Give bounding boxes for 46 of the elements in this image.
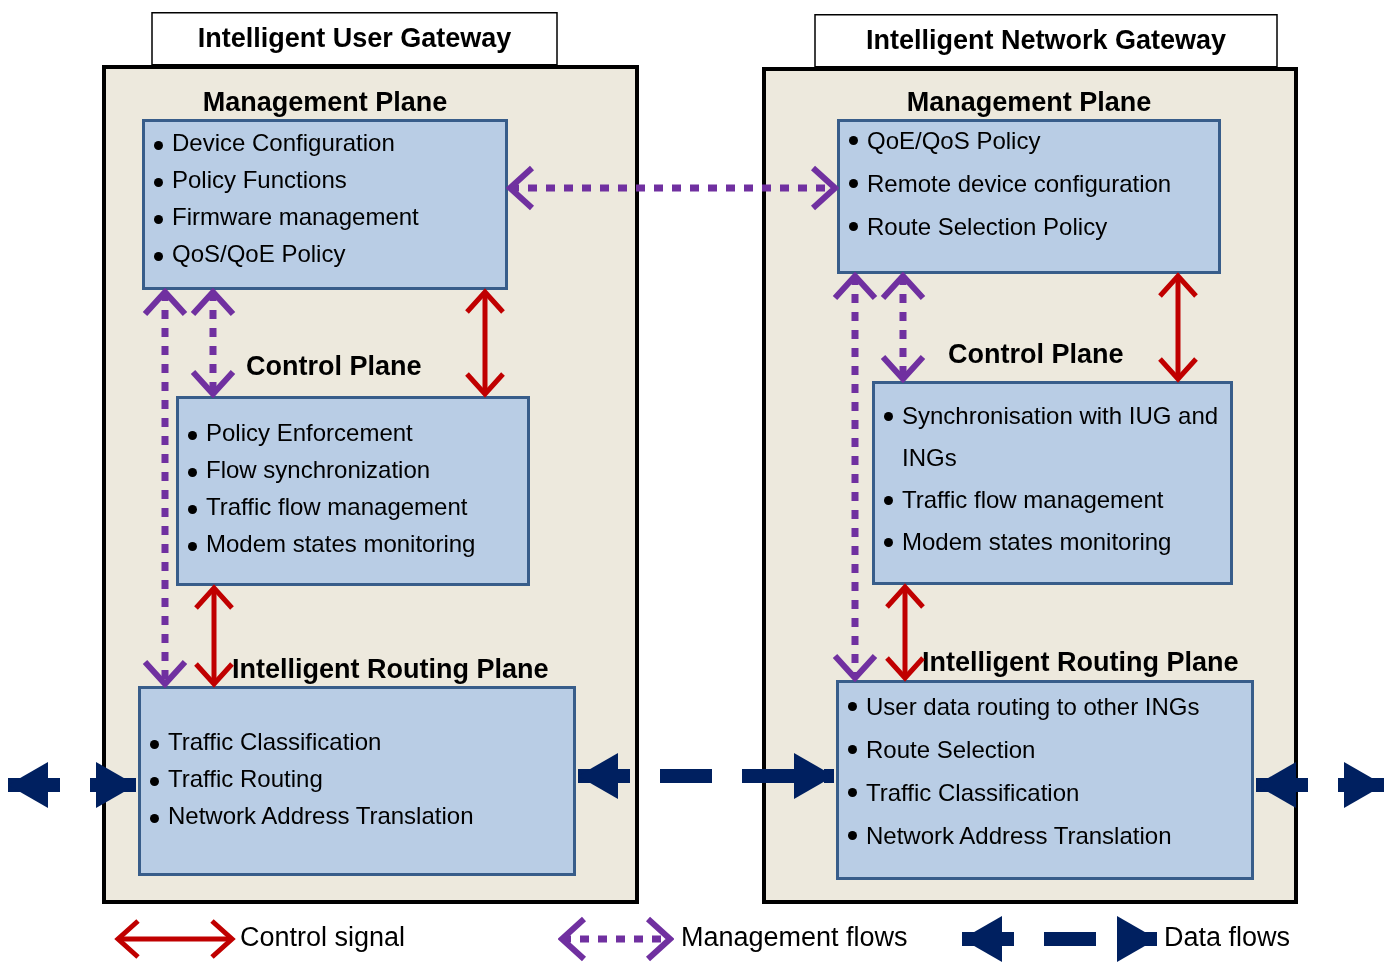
double-arrow: [832, 273, 878, 681]
bullet-item: Firmware management: [152, 198, 502, 235]
bullet-item: Traffic Routing: [148, 760, 570, 797]
bullet-item: Traffic Classification: [148, 723, 570, 760]
legend-label: Data flows: [1164, 921, 1291, 953]
gateway-panel: [762, 14, 1298, 904]
bullet-item: Route Selection: [846, 728, 1248, 771]
bullet-item: QoS/QoE Policy: [152, 235, 502, 272]
plane-heading: Control Plane: [246, 350, 423, 382]
double-arrow: [142, 289, 188, 687]
double-arrow: [1256, 762, 1384, 808]
gateway-panel: [102, 12, 639, 904]
double-arrow: [8, 762, 136, 808]
bullet-item: Traffic flow management: [882, 479, 1227, 521]
legend-label: Control signal: [240, 921, 406, 953]
bullet-item: Traffic Classification: [846, 771, 1248, 814]
double-arrow: [464, 289, 506, 397]
double-arrow: [1157, 273, 1199, 382]
bullet-item: Policy Enforcement: [186, 414, 524, 451]
bullet-item: QoE/QoS Policy: [847, 119, 1215, 162]
double-arrow: [507, 165, 838, 211]
legend-label: Management flows: [681, 921, 908, 953]
double-arrow: [193, 585, 235, 687]
double-arrow: [190, 289, 236, 397]
bullet-item: Device Configuration: [152, 124, 502, 161]
bullet-item: Policy Functions: [152, 161, 502, 198]
bullet-item: Route Selection Policy: [847, 205, 1215, 248]
bullet-item: Traffic flow management: [186, 488, 524, 525]
bullet-item: Modem states monitoring: [186, 525, 524, 562]
gateway-title: Intelligent User Gateway: [196, 22, 513, 55]
double-arrow: [578, 753, 834, 799]
double-arrow: [880, 273, 926, 382]
bullet-item: Network Address Translation: [846, 814, 1248, 857]
plane-heading: Intelligent Routing Plane: [232, 653, 550, 685]
plane-heading: Intelligent Routing Plane: [922, 646, 1240, 678]
bullet-item: Modem states monitoring: [882, 521, 1227, 563]
double-arrow: [884, 584, 926, 681]
bullet-item: Remote device configuration: [847, 162, 1215, 205]
bullet-item: Network Address Translation: [148, 797, 570, 834]
bullet-item: User data routing to other INGs: [846, 685, 1248, 728]
bullet-item: Flow synchronization: [186, 451, 524, 488]
plane-heading: Control Plane: [948, 338, 1125, 370]
plane-heading: Management Plane: [905, 86, 1153, 118]
gateway-title: Intelligent Network Gateway: [864, 24, 1228, 57]
bullet-item: Synchronisation with IUG and INGs: [882, 395, 1227, 479]
plane-heading: Management Plane: [201, 86, 449, 118]
